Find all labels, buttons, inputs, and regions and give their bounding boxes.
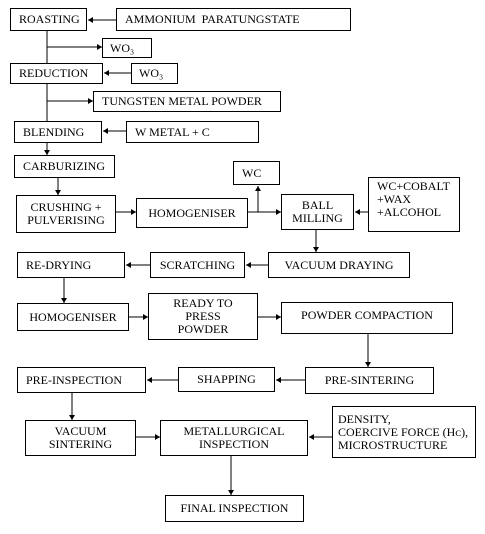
arrowhead: [255, 186, 261, 191]
node-density-coercive-microstructure: DENSITY, COERCIVE FORCE (Hᴄ), MICROSTRUC…: [332, 406, 476, 458]
node-wo3-a: WO₃: [102, 38, 152, 58]
node-pre-sintering: PRE-SINTERING: [305, 367, 434, 394]
node-ammonium-paratungstate: AMMONIUM PARATUNGSTATE: [116, 8, 351, 31]
node-final-inspection: FINAL INSPECTION: [165, 495, 304, 522]
node-tungsten-metal-powder: TUNGSTEN METAL POWDER: [93, 91, 281, 112]
node-w-metal-c: W METAL + C: [126, 121, 259, 143]
node-ready-to-press-powder: READY TO PRESS POWDER: [148, 293, 258, 340]
arrowhead: [313, 247, 319, 252]
node-roasting: ROASTING: [10, 8, 87, 31]
arrowhead: [44, 150, 50, 155]
arrowhead: [69, 415, 75, 420]
arrowhead: [61, 298, 67, 303]
node-metallurgical-inspection: METALLURGICAL INSPECTION: [160, 420, 308, 456]
node-pre-inspection: PRE-INSPECTION: [17, 367, 146, 393]
node-wc-cobalt-wax-alcohol: WC+COBALT +WAX +ALCOHOL: [368, 177, 460, 232]
node-shapping: SHAPPING: [178, 367, 275, 392]
arrowhead: [126, 262, 131, 268]
arrowhead: [155, 434, 160, 440]
node-blending: BLENDING: [14, 121, 102, 143]
arrowhead: [103, 128, 108, 134]
arrowhead: [97, 44, 102, 50]
arrowhead: [309, 434, 314, 440]
arrowhead: [246, 262, 251, 268]
node-vacuum-sintering: VACUUM SINTERING: [25, 420, 136, 456]
arrowhead: [131, 209, 136, 215]
arrowhead: [276, 209, 281, 215]
node-ball-milling: BALL MILLING: [281, 194, 354, 230]
node-powder-compaction: POWDER COMPACTION: [281, 302, 453, 334]
node-vacuum-drying: VACUUM DRAYING: [268, 252, 410, 278]
arrowhead: [276, 377, 281, 383]
node-homogeniser-2: HOMOGENISER: [17, 303, 129, 331]
node-wc: WC: [233, 161, 280, 185]
node-scratching: SCRATCHING: [150, 252, 245, 278]
arrowhead: [147, 377, 152, 383]
arrowhead: [365, 362, 371, 367]
node-crushing-pulverising: CRUSHING + PULVERISING: [16, 195, 116, 233]
arrowhead: [228, 490, 234, 495]
arrowhead: [143, 314, 148, 320]
arrowhead: [276, 314, 281, 320]
node-reduction: REDUCTION: [10, 63, 103, 84]
node-wo3-b: WO₃: [131, 63, 178, 84]
node-carburizing: CARBURIZING: [14, 155, 115, 178]
arrowhead: [104, 70, 109, 76]
node-homogeniser-1: HOMOGENISER: [136, 198, 248, 228]
arrowhead: [88, 98, 93, 104]
arrowhead: [88, 17, 93, 23]
arrowhead: [355, 209, 360, 215]
arrowhead: [55, 190, 61, 195]
node-re-drying: RE-DRYING: [17, 252, 125, 278]
